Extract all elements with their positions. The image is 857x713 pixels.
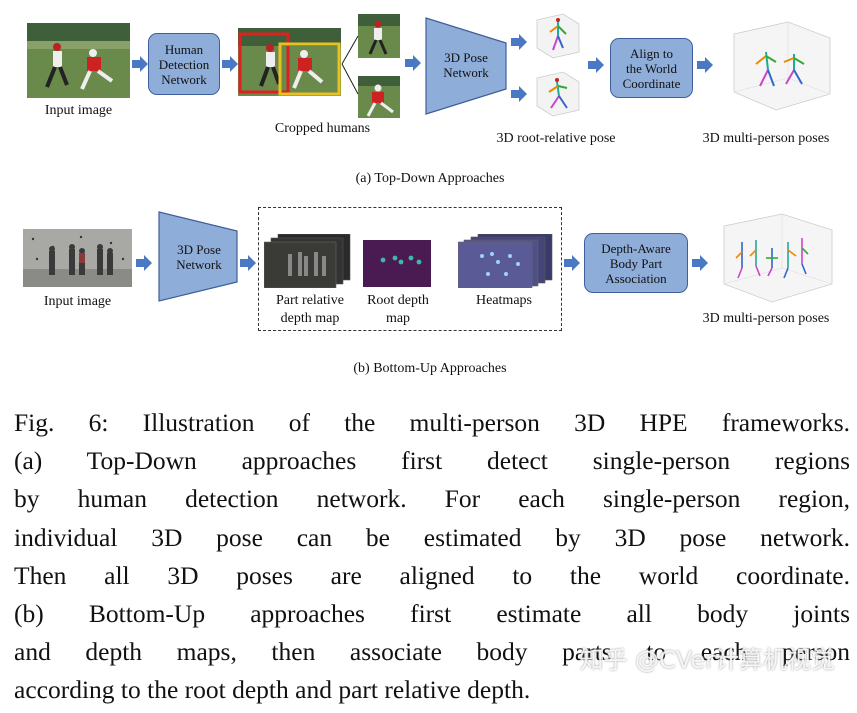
heatmaps-label: Heatmaps xyxy=(476,293,532,308)
root-relative-pose-2 xyxy=(536,71,580,117)
human-detection-network-box: Human Detection Network xyxy=(148,33,220,95)
part-relative-depth-map xyxy=(264,234,351,288)
bu-output-maps-group xyxy=(258,207,562,331)
bu-input-image xyxy=(23,229,132,287)
bu-multi-person-plot xyxy=(723,213,833,303)
caption-line-3: by human detection network. For each sin… xyxy=(14,484,850,514)
td-detection-image xyxy=(238,28,341,96)
heatmaps xyxy=(458,234,553,288)
bu-3d-pose-network xyxy=(158,211,238,302)
td-input-label: Input image xyxy=(44,103,113,118)
caption-line-4: individual 3D pose can be estimated by 3… xyxy=(14,522,850,552)
watermark: 知乎 @CVer计算机视觉 xyxy=(579,646,835,674)
caption-line-8: according to the root depth and part rel… xyxy=(14,675,531,705)
cropped-human-1 xyxy=(358,14,400,58)
caption-line-5: Then all 3D poses are aligned to the wor… xyxy=(14,560,850,590)
caption-line-1: Fig. 6: Illustration of the multi-person… xyxy=(14,408,850,437)
td-crop-connectors xyxy=(341,35,359,95)
cropped-human-2 xyxy=(358,76,400,118)
root-relative-pose-1 xyxy=(536,13,580,59)
td-cropped-label: Cropped humans xyxy=(274,121,371,136)
root-depth-label: Root depth map xyxy=(367,293,429,326)
figure-caption: Fig. 6: Illustration of the multi-person… xyxy=(14,404,850,710)
caption-line-6: (b) Bottom-Up approaches first estimate … xyxy=(14,599,850,629)
align-world-coordinate-box: Align to the World Coordinate xyxy=(610,38,693,98)
root-depth-map xyxy=(363,240,431,287)
td-3d-pose-network xyxy=(425,17,507,115)
td-multi-person-plot xyxy=(733,21,831,111)
td-pose-network-label: 3D Pose Network xyxy=(443,50,489,80)
td-caption: (a) Top-Down Approaches xyxy=(355,171,505,186)
caption-line-2: (a) Top-Down approaches first detect sin… xyxy=(14,446,850,476)
td-arrows xyxy=(132,34,713,102)
td-multi-label: 3D multi-person poses xyxy=(702,131,830,146)
td-input-image xyxy=(27,23,130,98)
bu-caption: (b) Bottom-Up Approaches xyxy=(353,361,507,376)
depth-aware-association-box: Depth-Aware Body Part Association xyxy=(584,233,688,293)
bu-multi-label: 3D multi-person poses xyxy=(702,311,830,326)
bu-arrows xyxy=(136,255,708,271)
part-depth-label: Part relative depth map xyxy=(275,293,345,326)
bu-pose-network-label: 3D Pose Network xyxy=(176,242,222,272)
caption-line-7: and depth maps, then associate body part… xyxy=(14,637,850,667)
td-root-relative-label: 3D root-relative pose xyxy=(496,131,616,146)
bu-input-label: Input image xyxy=(43,294,112,309)
